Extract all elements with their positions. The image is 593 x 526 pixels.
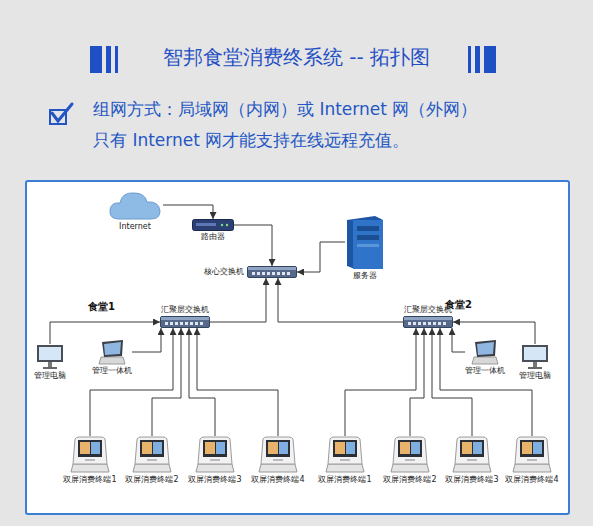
router-device-icon bbox=[192, 219, 234, 231]
network-link bbox=[410, 328, 424, 436]
management-pc: 管理电脑 bbox=[519, 344, 551, 381]
title-bar bbox=[468, 46, 471, 73]
device-label: 服务器 bbox=[353, 271, 377, 281]
network-link bbox=[345, 328, 416, 436]
network-link bbox=[278, 278, 403, 322]
dual-screen-terminal: 双屏消费终端3 bbox=[445, 436, 498, 485]
diagram-title: 智邦食堂消费终系统 -- 拓扑图 bbox=[0, 45, 593, 69]
network-link bbox=[210, 278, 266, 322]
device-label: 核心交换机 bbox=[204, 267, 244, 277]
network-switch-icon bbox=[247, 266, 297, 278]
dual-screen-terminal-icon bbox=[192, 436, 238, 474]
device-label: 管理电脑 bbox=[519, 371, 551, 381]
device-label: 双屏消费终端1 bbox=[318, 475, 371, 485]
network-link bbox=[440, 328, 532, 436]
device-label: Internet bbox=[119, 222, 151, 232]
title-bar bbox=[115, 46, 118, 73]
network-link bbox=[50, 322, 160, 344]
network-link bbox=[152, 328, 181, 436]
dual-screen-terminal: 双屏消费终端1 bbox=[318, 436, 371, 485]
pos-terminal: 管理一体机 bbox=[92, 339, 132, 376]
network-link bbox=[452, 328, 465, 352]
device-label: 双屏消费终端3 bbox=[445, 475, 498, 485]
server-tower-icon bbox=[345, 214, 385, 270]
network-link bbox=[163, 205, 213, 219]
dual-screen-terminal-icon bbox=[67, 436, 113, 474]
device-label: 双屏消费终端1 bbox=[63, 475, 116, 485]
network-link bbox=[132, 328, 161, 352]
dual-screen-terminal: 双屏消费终端3 bbox=[188, 436, 241, 485]
note-text: 组网方式：局域网（内网）或 Internet 网（外网） bbox=[93, 99, 477, 119]
title-bar bbox=[106, 46, 111, 73]
device-label: 双屏消费终端4 bbox=[251, 475, 304, 485]
device-label: 双屏消费终端4 bbox=[505, 475, 558, 485]
network-link bbox=[90, 328, 173, 436]
dual-screen-terminal-icon bbox=[387, 436, 433, 474]
network-link bbox=[189, 328, 215, 436]
network-link bbox=[197, 328, 278, 436]
device-label: 管理一体机 bbox=[465, 366, 505, 376]
device-label: 路由器 bbox=[201, 232, 225, 242]
dual-screen-terminal-icon bbox=[255, 436, 301, 474]
device-label: 管理电脑 bbox=[34, 371, 66, 381]
dual-screen-terminal-icon bbox=[509, 436, 555, 474]
network-link bbox=[234, 225, 272, 266]
pos-terminal-icon bbox=[469, 339, 501, 365]
note-text: 只有 Internet 网才能支持在线远程充值。 bbox=[93, 130, 409, 150]
title-bar bbox=[475, 46, 480, 73]
dual-screen-terminal-icon bbox=[129, 436, 175, 474]
check-mark bbox=[52, 104, 72, 121]
server-tower: 服务器 bbox=[345, 214, 385, 281]
network-switch-icon bbox=[160, 316, 210, 328]
dual-screen-terminal: 双屏消费终端2 bbox=[383, 436, 436, 485]
router-device: 路由器 bbox=[192, 219, 234, 242]
dual-screen-terminal: 双屏消费终端2 bbox=[125, 436, 178, 485]
device-label: 管理一体机 bbox=[92, 366, 132, 376]
network-switch: 汇聚层交换机 bbox=[403, 305, 453, 328]
dual-screen-terminal: 双屏消费终端4 bbox=[505, 436, 558, 485]
management-pc-icon bbox=[520, 344, 550, 370]
device-label: 双屏消费终端2 bbox=[125, 475, 178, 485]
management-pc-icon bbox=[35, 344, 65, 370]
dual-screen-terminal: 双屏消费终端1 bbox=[63, 436, 116, 485]
area-label: 食堂1 bbox=[88, 301, 115, 313]
internet-cloud: Internet bbox=[107, 189, 163, 232]
internet-cloud-icon bbox=[107, 189, 163, 221]
device-label: 汇聚层交换机 bbox=[161, 305, 209, 315]
network-switch: 核心交换机 bbox=[204, 266, 297, 278]
network-link bbox=[432, 328, 472, 436]
title-bar bbox=[90, 46, 102, 73]
network-link bbox=[297, 242, 345, 272]
device-label: 双屏消费终端3 bbox=[188, 475, 241, 485]
device-label: 双屏消费终端2 bbox=[383, 475, 436, 485]
dual-screen-terminal: 双屏消费终端4 bbox=[251, 436, 304, 485]
pos-terminal: 管理一体机 bbox=[465, 339, 505, 376]
device-label: 汇聚层交换机 bbox=[404, 305, 452, 315]
management-pc: 管理电脑 bbox=[34, 344, 66, 381]
pos-terminal-icon bbox=[96, 339, 128, 365]
network-switch-icon bbox=[403, 316, 453, 328]
title-bar bbox=[484, 46, 496, 73]
network-switch: 汇聚层交换机 bbox=[160, 305, 210, 328]
dual-screen-terminal-icon bbox=[322, 436, 368, 474]
dual-screen-terminal-icon bbox=[449, 436, 495, 474]
